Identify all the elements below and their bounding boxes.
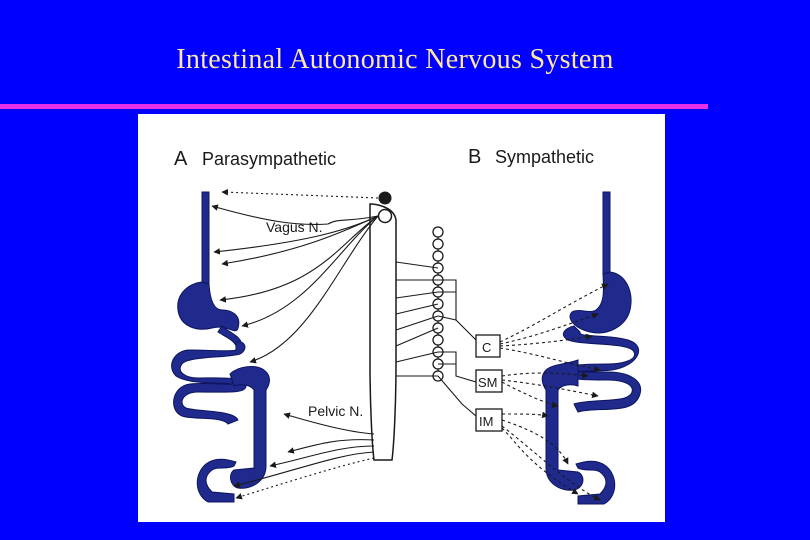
pelvic-fibers — [233, 412, 375, 500]
sympathetic-preganglionic — [395, 261, 477, 417]
celiac-ganglion: C — [475, 334, 501, 358]
panel-a-letter: A — [174, 148, 188, 170]
inferior-mesenteric-ganglion-label: IM — [479, 414, 493, 429]
brainstem-nucleus-open — [377, 208, 393, 224]
autonomic-diagram: A Parasympathetic B Sympathetic — [138, 114, 665, 522]
spinal-cord — [369, 191, 397, 461]
superior-mesenteric-ganglion-label: SM — [478, 375, 498, 390]
inferior-mesenteric-ganglion: IM — [475, 408, 503, 432]
panel-b-title: Sympathetic — [495, 147, 594, 167]
celiac-ganglion-label: C — [482, 340, 491, 355]
panel-b-letter: B — [468, 146, 481, 168]
right-gut — [541, 191, 642, 505]
pelvic-nerve-label: Pelvic N. — [308, 403, 363, 419]
vagus-nerve-label: Vagus N. — [266, 219, 323, 235]
diagram-canvas: A Parasympathetic B Sympathetic — [171, 146, 642, 505]
sympathetic-postganglionic — [499, 283, 609, 501]
slide-title: Intestinal Autonomic Nervous System — [176, 44, 614, 75]
superior-mesenteric-ganglion: SM — [475, 369, 503, 393]
title-divider — [0, 104, 708, 109]
vagus-fibers — [211, 188, 379, 364]
left-gut — [171, 191, 270, 503]
brainstem-nucleus-filled — [378, 191, 392, 205]
panel-a-title: Parasympathetic — [202, 149, 336, 169]
